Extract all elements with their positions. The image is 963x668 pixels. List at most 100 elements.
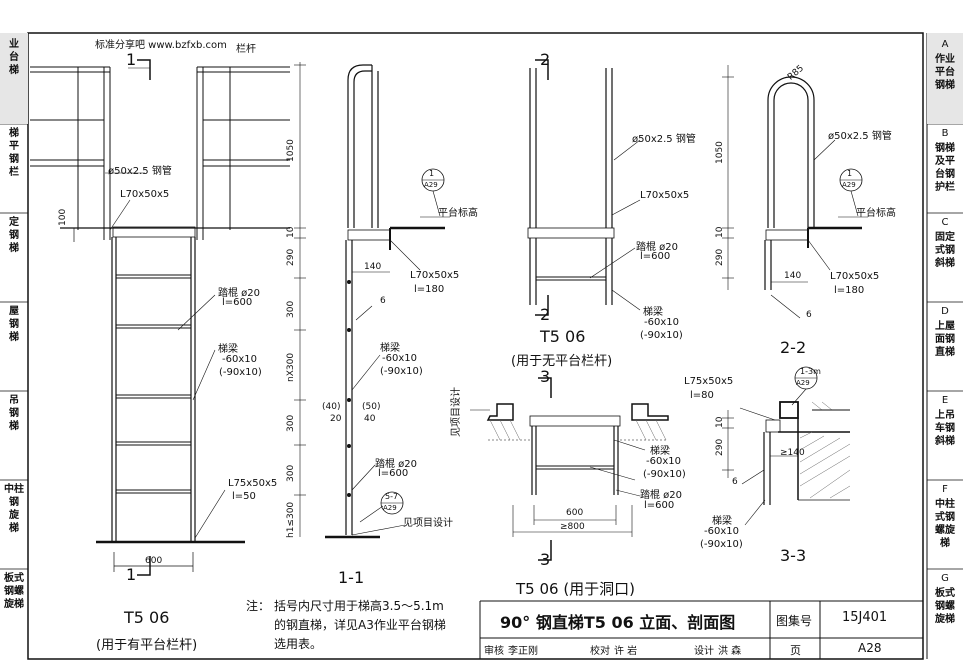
project-design-label-5: 见项目设计 bbox=[451, 387, 462, 437]
project-design-label: 见项目设计 bbox=[403, 518, 453, 529]
tab-letter: A bbox=[941, 39, 949, 50]
tab-line: 旋 bbox=[9, 510, 19, 521]
dim-300-c: 300 bbox=[286, 464, 296, 482]
tab-letter: E bbox=[941, 395, 949, 406]
tab-line: 梯 bbox=[9, 421, 19, 432]
check-name: 许 岩 bbox=[614, 646, 638, 657]
rung-label-2: 踏棍 ø20 bbox=[375, 459, 418, 470]
beam-label-2: 梯梁 bbox=[380, 343, 400, 354]
rung-length-2: l=600 bbox=[378, 468, 409, 479]
tab-line: 作业 bbox=[935, 54, 955, 65]
tab-line: 定 bbox=[9, 217, 19, 228]
beam-size-2-5: (-90x10) bbox=[643, 469, 686, 480]
pipe-label-3: ø50x2.5 钢管 bbox=[632, 134, 696, 145]
dim-10-6: 10 bbox=[715, 416, 725, 428]
rung-label-5: 踏棍 ø20 bbox=[640, 490, 683, 501]
detail-circle-top-4: 1 bbox=[847, 169, 853, 178]
tab-line: 旋梯 bbox=[4, 599, 24, 610]
tab-line: 车钢 bbox=[935, 423, 955, 434]
section-mark-3-top: 3 bbox=[540, 367, 551, 386]
beam-label-5: 梯梁 bbox=[650, 446, 670, 457]
tab-line: 及平 bbox=[935, 156, 955, 167]
left-tab-3[interactable]: 屋钢梯 bbox=[0, 305, 28, 344]
angle-label-4: L70x50x5 bbox=[830, 271, 880, 282]
platform-elevation-label: 平台标高 bbox=[438, 208, 478, 219]
tab-line: 上吊 bbox=[935, 410, 955, 421]
left-tab-2[interactable]: 定钢梯 bbox=[0, 216, 28, 255]
angle-length-6: l=80 bbox=[690, 390, 714, 401]
tab-letter: G bbox=[941, 573, 949, 584]
caption-view1: T5 06 bbox=[124, 608, 170, 627]
dim-300-a: 300 bbox=[286, 300, 296, 318]
dim-1050-4: 1050 bbox=[715, 141, 725, 164]
tab-line: 台 bbox=[9, 52, 19, 63]
dim-nx300: nX300 bbox=[286, 352, 296, 382]
tab-line: 中柱 bbox=[935, 499, 955, 510]
tab-line: 平台 bbox=[935, 67, 955, 78]
tab-letter: F bbox=[942, 484, 948, 495]
beam-label: 梯梁 bbox=[218, 344, 238, 355]
beam-size-2-3: (-90x10) bbox=[640, 330, 683, 341]
dim-290: 290 bbox=[286, 248, 296, 266]
caption-view1-sub: (用于有平台栏杆) bbox=[96, 638, 198, 653]
atlas-number: 15J401 bbox=[842, 610, 888, 625]
angle-label: L70x50x5 bbox=[120, 189, 170, 200]
review-label: 审核 bbox=[484, 646, 504, 657]
check-label: 校对 bbox=[590, 646, 610, 657]
caption-view3-sub: (用于无平台栏杆) bbox=[511, 354, 613, 369]
left-tab-0[interactable]: 业台梯 bbox=[0, 38, 28, 77]
dim-140-4: 140 bbox=[784, 271, 802, 281]
tab-letter: C bbox=[941, 217, 949, 228]
tab-line: 吊 bbox=[9, 395, 19, 406]
section-mark-3-bottom: 3 bbox=[540, 550, 551, 569]
dim-290-4: 290 bbox=[715, 248, 725, 266]
tab-line: 螺旋 bbox=[935, 525, 955, 536]
tab-line: 梯 bbox=[9, 128, 19, 139]
beam-size-1-2: -60x10 bbox=[382, 353, 417, 364]
rung-length-3: l=600 bbox=[640, 251, 671, 262]
note-line-3: 选用表。 bbox=[274, 637, 323, 651]
tab-line: 中柱 bbox=[4, 484, 24, 495]
section-mark-1-bottom: 1 bbox=[126, 565, 137, 584]
rung-label-3: 踏棍 ø20 bbox=[636, 242, 679, 253]
tab-line: 钢 bbox=[9, 497, 19, 508]
tab-line: 斜梯 bbox=[935, 258, 955, 269]
tab-line: 旋梯 bbox=[935, 614, 955, 625]
atlas-label: 图集号 bbox=[776, 614, 813, 628]
left-tab-4[interactable]: 吊钢梯 bbox=[0, 394, 28, 433]
tab-line: 钢 bbox=[9, 319, 19, 330]
detail-circle-top-6: 1-3m bbox=[800, 367, 821, 376]
tab-line: 栏 bbox=[9, 167, 19, 178]
left-tab-1[interactable]: 梯平钢栏 bbox=[0, 127, 28, 179]
left-tab-5[interactable]: 中柱钢旋梯 bbox=[0, 483, 28, 535]
caption-view2: 1-1 bbox=[338, 568, 365, 587]
design-label: 设计 bbox=[694, 646, 714, 657]
design-name: 洪 森 bbox=[718, 646, 742, 657]
pipe-label: ø50x2.5 钢管 bbox=[108, 166, 172, 177]
left-tab-6[interactable]: 板式钢螺旋梯 bbox=[0, 572, 28, 611]
detail-circle2-top: 5-7 bbox=[385, 492, 399, 501]
rung-length: l=600 bbox=[222, 297, 253, 308]
dim-140-6: ≥140 bbox=[780, 448, 805, 458]
detail-circle-bottom-6: A29 bbox=[796, 379, 810, 387]
tab-line: 钢 bbox=[9, 154, 19, 165]
note-prefix: 注： bbox=[246, 599, 271, 613]
dim-140: 140 bbox=[364, 262, 382, 272]
dim-10-4: 10 bbox=[715, 226, 725, 238]
beam-size-1-6: -60x10 bbox=[704, 526, 739, 537]
caption-view5: T5 06 (用于洞口) bbox=[516, 580, 636, 598]
tab-line: 平 bbox=[9, 141, 19, 152]
angle2-label: L75x50x5 bbox=[228, 478, 278, 489]
section-mark-1-top: 1 bbox=[126, 50, 137, 69]
weld-size-6: 6 bbox=[732, 477, 738, 487]
dim-10: 10 bbox=[286, 226, 296, 238]
tab-line: 钢 bbox=[9, 408, 19, 419]
